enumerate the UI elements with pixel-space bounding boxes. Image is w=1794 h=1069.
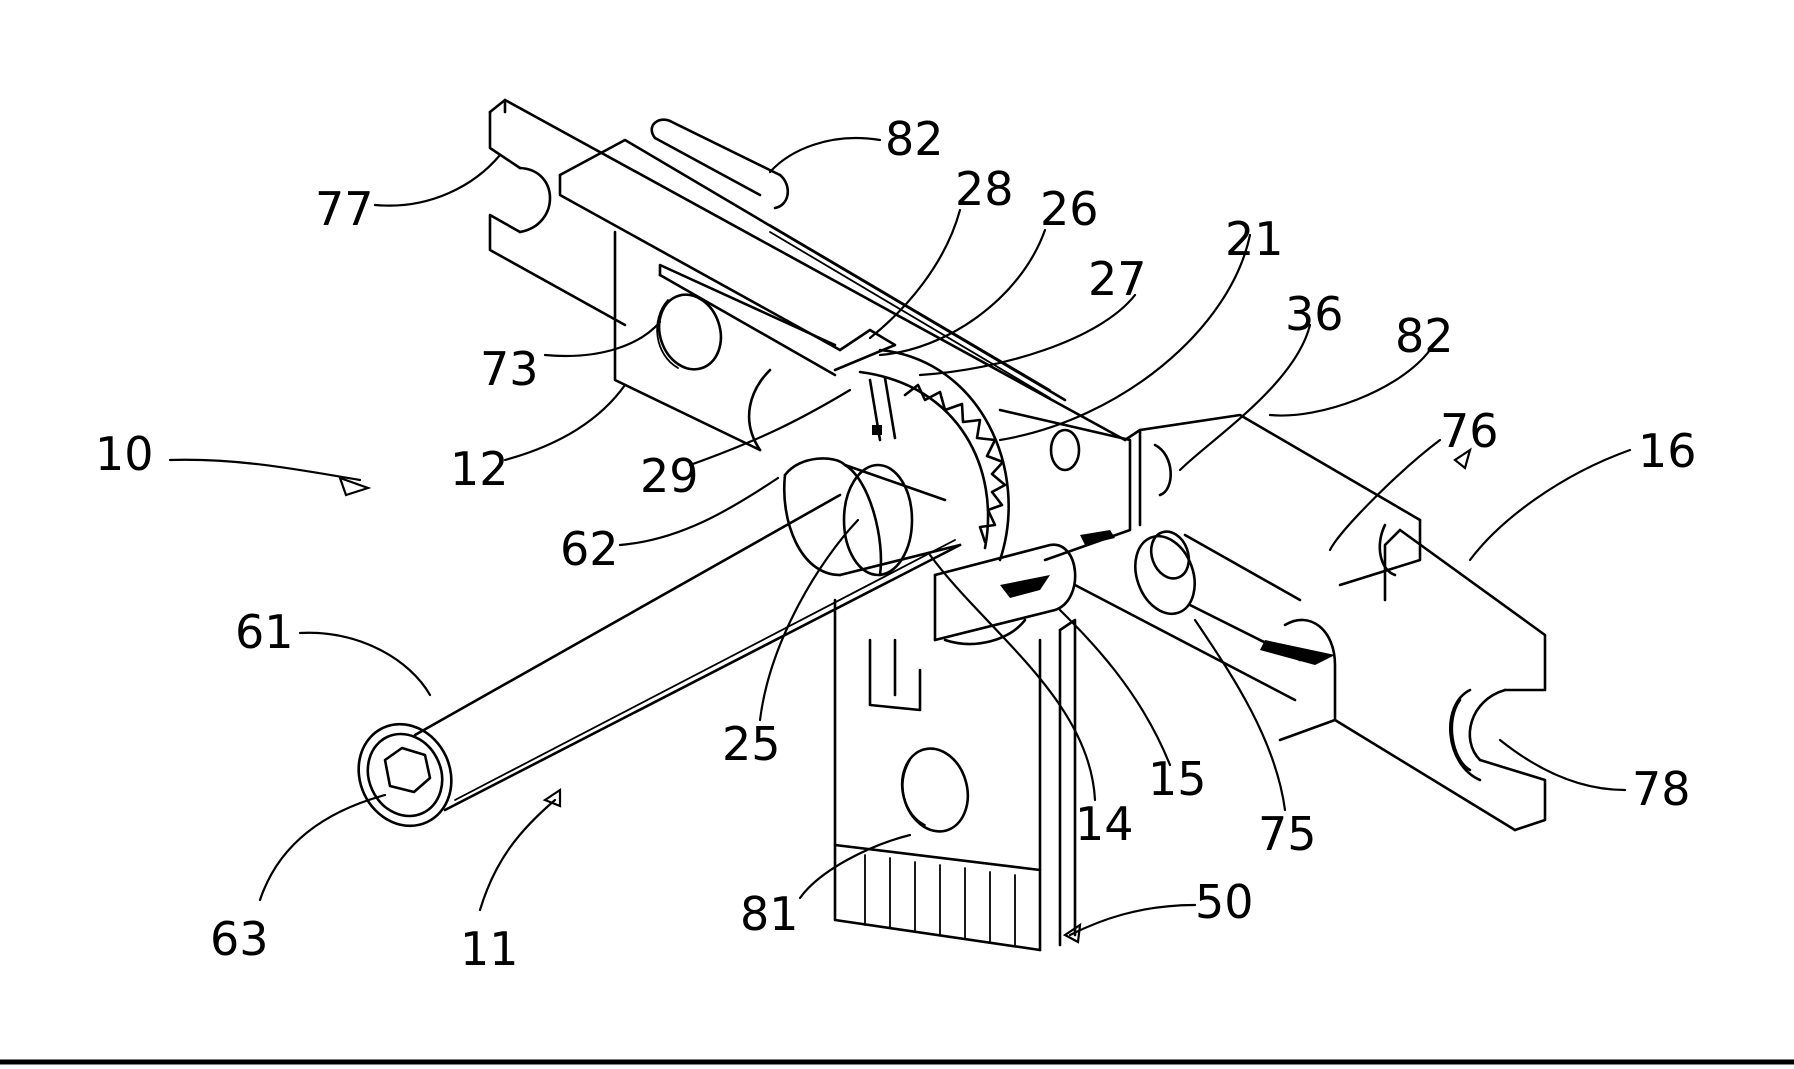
label-82-right: 82	[1395, 309, 1454, 363]
label-62: 62	[560, 522, 619, 576]
label-28: 28	[955, 162, 1014, 216]
label-16: 16	[1638, 424, 1697, 478]
lower-body-50	[833, 530, 1115, 952]
label-36: 36	[1285, 287, 1344, 341]
label-10: 10	[95, 427, 154, 481]
bracket-12	[488, 98, 1127, 452]
label-63: 63	[210, 912, 269, 966]
leader-lines	[168, 136, 1632, 944]
bracket-16	[1073, 413, 1547, 832]
label-25: 25	[722, 717, 781, 771]
label-14: 14	[1075, 797, 1134, 851]
label-78: 78	[1632, 762, 1691, 816]
label-77: 77	[315, 182, 374, 236]
label-21: 21	[1225, 212, 1284, 266]
label-61: 61	[235, 605, 294, 659]
reference-numerals: 82 28 26 21 27 36 82 76 16 77 73 12 29 1…	[95, 112, 1697, 976]
label-50: 50	[1195, 875, 1254, 929]
label-27: 27	[1088, 252, 1147, 306]
label-12: 12	[450, 442, 509, 496]
label-81: 81	[740, 887, 799, 941]
label-29: 29	[640, 449, 699, 503]
label-82-upper: 82	[885, 112, 944, 166]
label-75: 75	[1258, 807, 1317, 861]
label-11: 11	[460, 922, 519, 976]
ratchet-housing-21	[858, 348, 1142, 562]
label-73: 73	[480, 342, 539, 396]
label-15: 15	[1148, 752, 1207, 806]
label-26: 26	[1040, 182, 1099, 236]
label-76: 76	[1440, 404, 1499, 458]
spindle-61	[357, 457, 962, 828]
